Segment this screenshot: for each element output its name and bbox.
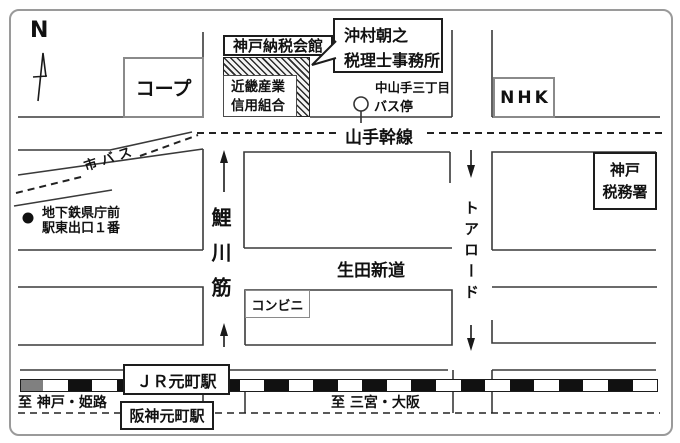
diagonal-road-mid-edge [17, 148, 204, 176]
subway-exit-dot-icon [22, 212, 34, 224]
tor-road-down-arrow-north [467, 150, 475, 178]
building-nhk: NHK [493, 77, 555, 118]
compass-needle-icon [32, 52, 48, 102]
diagonal-road-lower-edge [13, 189, 113, 207]
tax-office-line2: 税務署 [602, 183, 648, 201]
road-yamate-kansen-label: 山手幹線 [345, 128, 413, 148]
railway-tie [386, 380, 412, 391]
hanshin-motomachi-station-label: 阪神元町駅 [120, 401, 214, 430]
railway-gray-segment [21, 380, 43, 391]
tax-office-line1: 神戸 [609, 161, 640, 179]
building-kobe-tax-office: 神戸 税務署 [593, 152, 657, 210]
railway-tie [411, 380, 436, 391]
tor-road-rail-crossing [452, 370, 493, 413]
city-bus-route-dashed-line [15, 134, 199, 194]
compass-north-label: N [30, 18, 49, 43]
to-kobe-himeji-label: 至 神戸・姫路 [18, 395, 107, 411]
bus-stop-icon [353, 96, 369, 123]
railway-tie [337, 380, 363, 391]
railway-tie [43, 380, 68, 391]
subway-exit-label-line1: 地下鉄県庁前 [42, 206, 121, 221]
building-nozei-kaikan-label: 神戸納税会館 [223, 35, 333, 56]
bus-area-label: 中山手三丁目 [375, 80, 451, 95]
subway-exit-label-line2: 駅東出口１番 [42, 221, 121, 236]
railway-tie [460, 380, 486, 391]
railway-tie [362, 380, 387, 391]
block-left-row1-outline [18, 149, 204, 251]
bus-stop-label: バス停 [374, 100, 414, 115]
road-tor-road-label: トアロード [462, 200, 480, 305]
railway-tie [509, 380, 535, 391]
railway-tie [534, 380, 559, 391]
block-nakayamate-outline [310, 30, 453, 118]
map-border [9, 9, 673, 436]
block-center-row1-outline [243, 151, 452, 249]
block-left-row2-outline [18, 286, 204, 346]
building-coop: コープ [123, 57, 204, 118]
railway-tie [67, 380, 93, 391]
kinki-line1: 近畿産業 [231, 79, 285, 95]
road-koikawa-suji-label: 鯉川筋 [208, 207, 232, 312]
railway-tie [313, 380, 338, 391]
railway-tie [92, 380, 117, 391]
kinki-line2: 信用組合 [231, 98, 285, 114]
office-name-line2: 税理士事務所 [344, 51, 441, 70]
railway-tie [632, 380, 658, 391]
office-callout-box: 沖村朝之 税理士事務所 [333, 18, 443, 73]
road-ikuta-shindo-label: 生田新道 [337, 261, 405, 281]
railway-tie [264, 380, 289, 391]
building-kinki-sangyo: 近畿産業 信用組合 [223, 75, 297, 117]
railway-tie [239, 380, 265, 391]
jr-motomachi-station-label: ＪＲ元町駅 [123, 364, 230, 395]
office-name-line1: 沖村朝之 [344, 26, 409, 45]
diagonal-road-upper-edge [18, 131, 193, 151]
railway-tie [436, 380, 461, 391]
railway-tie [485, 380, 510, 391]
building-conbini: コンビニ [245, 290, 310, 318]
koikawa-up-arrow-north [220, 150, 228, 192]
railway-tie [583, 380, 608, 391]
to-sannomiya-osaka-label: 至 三宮・大阪 [331, 395, 420, 411]
koikawa-up-arrow-south [220, 323, 228, 347]
railway-tie [607, 380, 633, 391]
block-right-row3-outline [491, 320, 656, 344]
tor-road-down-arrow-south [467, 325, 475, 351]
railway-tie [558, 380, 584, 391]
railway-tie [288, 380, 314, 391]
